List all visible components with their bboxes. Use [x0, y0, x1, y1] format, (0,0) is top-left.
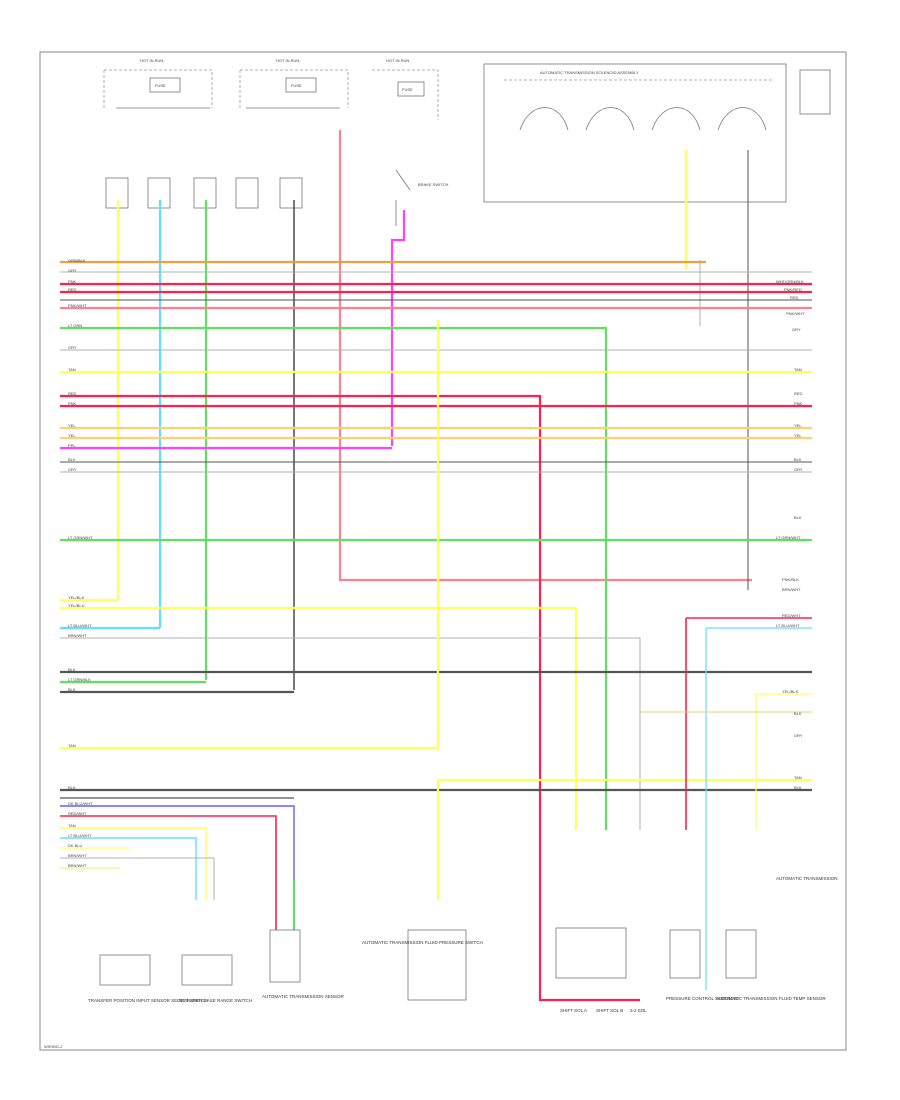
wire-label-left-23: TAN [68, 743, 76, 748]
comp4-label: AUTOMATIC TRANSMISSION FLUID PRESSURE SW… [362, 940, 483, 945]
at-label: AUTOMATIC TRANSMISSION [776, 876, 838, 881]
hot-in-run-label-3: HOT IN RUN [386, 58, 409, 63]
wire-label-right-20: GRY [794, 733, 803, 738]
wire-label-right-1: PNK/RED [784, 287, 802, 292]
wire-label-left-26: RED/WHT [68, 811, 87, 816]
wire-label-right-0: WHT/ORN/BLK [776, 279, 804, 284]
wire-label-left-29: DK BLU [68, 843, 83, 848]
wire-label-right-15: BRN/WHT [782, 587, 801, 592]
wire-label-right-3: PNK/WHT [786, 311, 805, 316]
wire-label-left-3: RED [68, 287, 77, 292]
wire-label-right-7: PNK [794, 401, 803, 406]
pcs-label: PRESSURE CONTROL SOLENOID [666, 996, 739, 1001]
wire-label-right-16: RED/WHT [782, 613, 801, 618]
wire-label-left-18: LT BLU/WHT [68, 623, 92, 628]
wire-label-right-12: BLK [794, 515, 802, 520]
horizontal-bus [60, 260, 812, 1002]
wire-label-left-6: GRY [68, 345, 77, 350]
left-wire-labels: ORN/BLK GRY PNK RED PNK/WHT LT GRN GRY T… [68, 258, 93, 868]
bottom-components [99, 927, 757, 1001]
wire-label-left-2: PNK [68, 279, 77, 284]
hot-in-run-label-2: HOT IN RUN [276, 58, 299, 63]
wire-label-right-18: YEL/BLK [782, 689, 799, 694]
sol-b-label: SHIFT SOL B [596, 1008, 623, 1013]
wire-label-right-11: GRY [794, 467, 803, 472]
wire-label-left-12: PPL [68, 443, 76, 448]
wire-label-right-13: LT GRN/WHT [776, 535, 801, 540]
wire-label-left-11: YEL [68, 433, 76, 438]
wire-label-left-27: TAN [68, 823, 76, 828]
wire-label-left-7: TAN [68, 367, 76, 372]
atft-label: AUTOMATIC TRANSMISSION FLUID TEMP SENSOR [716, 996, 826, 1001]
wire-label-left-0: ORN/BLK [68, 258, 86, 263]
wire-label-left-22: BLK [68, 687, 76, 692]
wire-label-left-15: LT GRN/WHT [68, 535, 93, 540]
wire-label-right-2: RED [790, 295, 799, 300]
diagram-frame [39, 51, 847, 1051]
sol-c-label: 3-2 SOL [630, 1008, 647, 1013]
wire-label-left-25: DK BLU/WHT [68, 801, 93, 806]
module-label: AUTOMATIC TRANSMISSION SOLENOID ASSEMBLY [540, 70, 639, 75]
comp3-label: AUTOMATIC TRANSMISSION SENSOR [262, 994, 345, 999]
footer-code: WIRING-2 [44, 1044, 63, 1049]
wire-label-right-17: LT BLU/WHT [776, 623, 800, 628]
fuse-label-2: FUSE [291, 83, 302, 88]
comp2-label: TRANSFER CASE RANGE SWITCH [178, 998, 252, 1003]
wire-label-right-5: TAN [794, 367, 802, 372]
brake-switch-label: BRAKE SWITCH [418, 182, 449, 187]
fuse-group-1: HOT IN RUN FUSE [103, 58, 217, 209]
wire-label-right-9: YEL [794, 433, 802, 438]
bottom-labels: TRANSFER POSITION INPUT SENSOR SELECT SW… [88, 876, 838, 1013]
wire-label-right-4: GRY [792, 327, 801, 332]
wire-label-left-1: GRY [68, 268, 77, 273]
wire-label-left-5: LT GRN [68, 323, 82, 328]
wire-label-left-10: YEL [68, 423, 76, 428]
fuse-label-1: FUSE [155, 83, 166, 88]
bottom-left-wires [60, 797, 296, 981]
solenoid-module: AUTOMATIC TRANSMISSION SOLENOID ASSEMBLY [483, 63, 831, 203]
sol-a-label: SHIFT SOL A [560, 1008, 587, 1013]
wire-label-left-19: BRN/WHT [68, 633, 87, 638]
wire-label-left-8: RED [68, 391, 77, 396]
wire-label-left-14: GRY [68, 467, 77, 472]
wire-label-left-17: YEL/BLU [68, 603, 85, 608]
wire-label-left-31: BRN/WHT [68, 863, 87, 868]
fuse-group-2: HOT IN RUN FUSE [235, 58, 349, 209]
wire-label-left-21: LT GRN/BLK [68, 677, 91, 682]
wire-label-right-8: YEL [794, 423, 802, 428]
wire-label-left-16: YEL/BLK [68, 595, 85, 600]
wire-label-left-28: LT BLU/WHT [68, 833, 92, 838]
wire-label-right-19: BLK [794, 711, 802, 716]
wire-label-right-14: PNK/BLK [782, 577, 799, 582]
wire-label-left-24: BLK [68, 785, 76, 790]
wire-label-right-6: RED [794, 391, 803, 396]
fuse-label-3: FUSE [402, 87, 413, 92]
wire-label-right-21: TAN [794, 775, 802, 780]
wire-label-right-22: BLK [794, 785, 802, 790]
wire-label-left-4: PNK/WHT [68, 303, 87, 308]
wire-label-right-10: BLK [794, 457, 802, 462]
wire-label-left-9: PNK [68, 401, 77, 406]
right-wire-labels: WHT/ORN/BLK PNK/RED RED PNK/WHT GRY TAN … [776, 279, 805, 790]
vertical-wires-top [116, 130, 752, 690]
wire-label-left-13: BLK [68, 457, 76, 462]
hot-in-run-label-1: HOT IN RUN [140, 58, 163, 63]
comp1-label: TRANSFER POSITION INPUT SENSOR SELECT SW… [88, 998, 208, 1003]
fuse-group-3: HOT IN RUN FUSE BRAKE SWITCH [372, 58, 449, 226]
wire-label-left-20: BLK [68, 667, 76, 672]
wire-label-left-30: BRN/WHT [68, 853, 87, 858]
